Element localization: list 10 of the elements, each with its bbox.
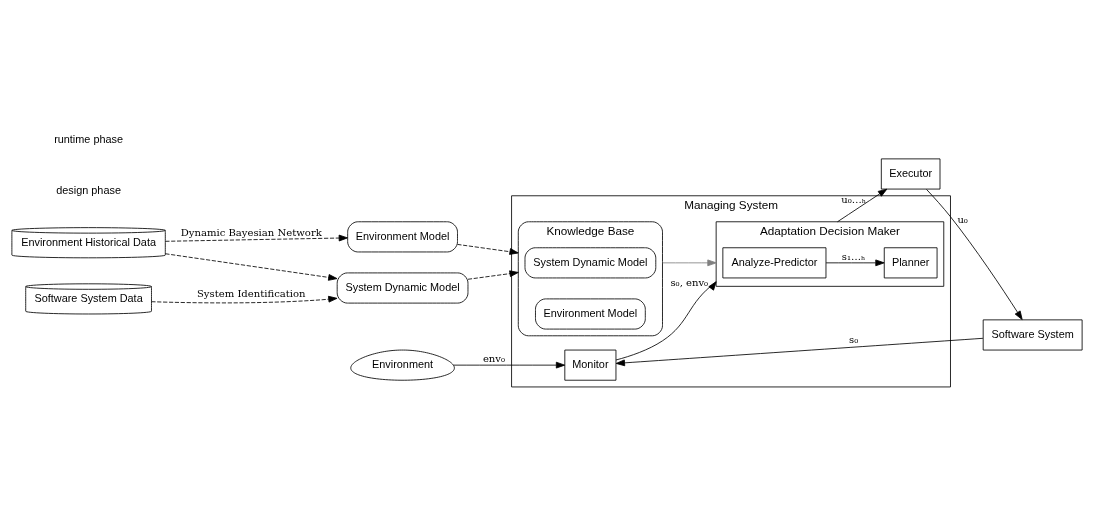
- edge-label: u₀…ₕ: [841, 193, 867, 205]
- edge-label: s₀: [849, 334, 859, 346]
- label: design phase: [56, 184, 121, 197]
- edge-label: s₀, env₀: [670, 276, 709, 288]
- edge-label: s₁…ₕ: [841, 251, 866, 262]
- edge-label: env₀: [482, 353, 506, 365]
- edge-label: System Identification: [196, 287, 306, 299]
- label: runtime phase: [54, 133, 124, 146]
- edge-label: u₀: [957, 214, 968, 226]
- edge-label: Dynamic Bayesian Network: [180, 226, 322, 238]
